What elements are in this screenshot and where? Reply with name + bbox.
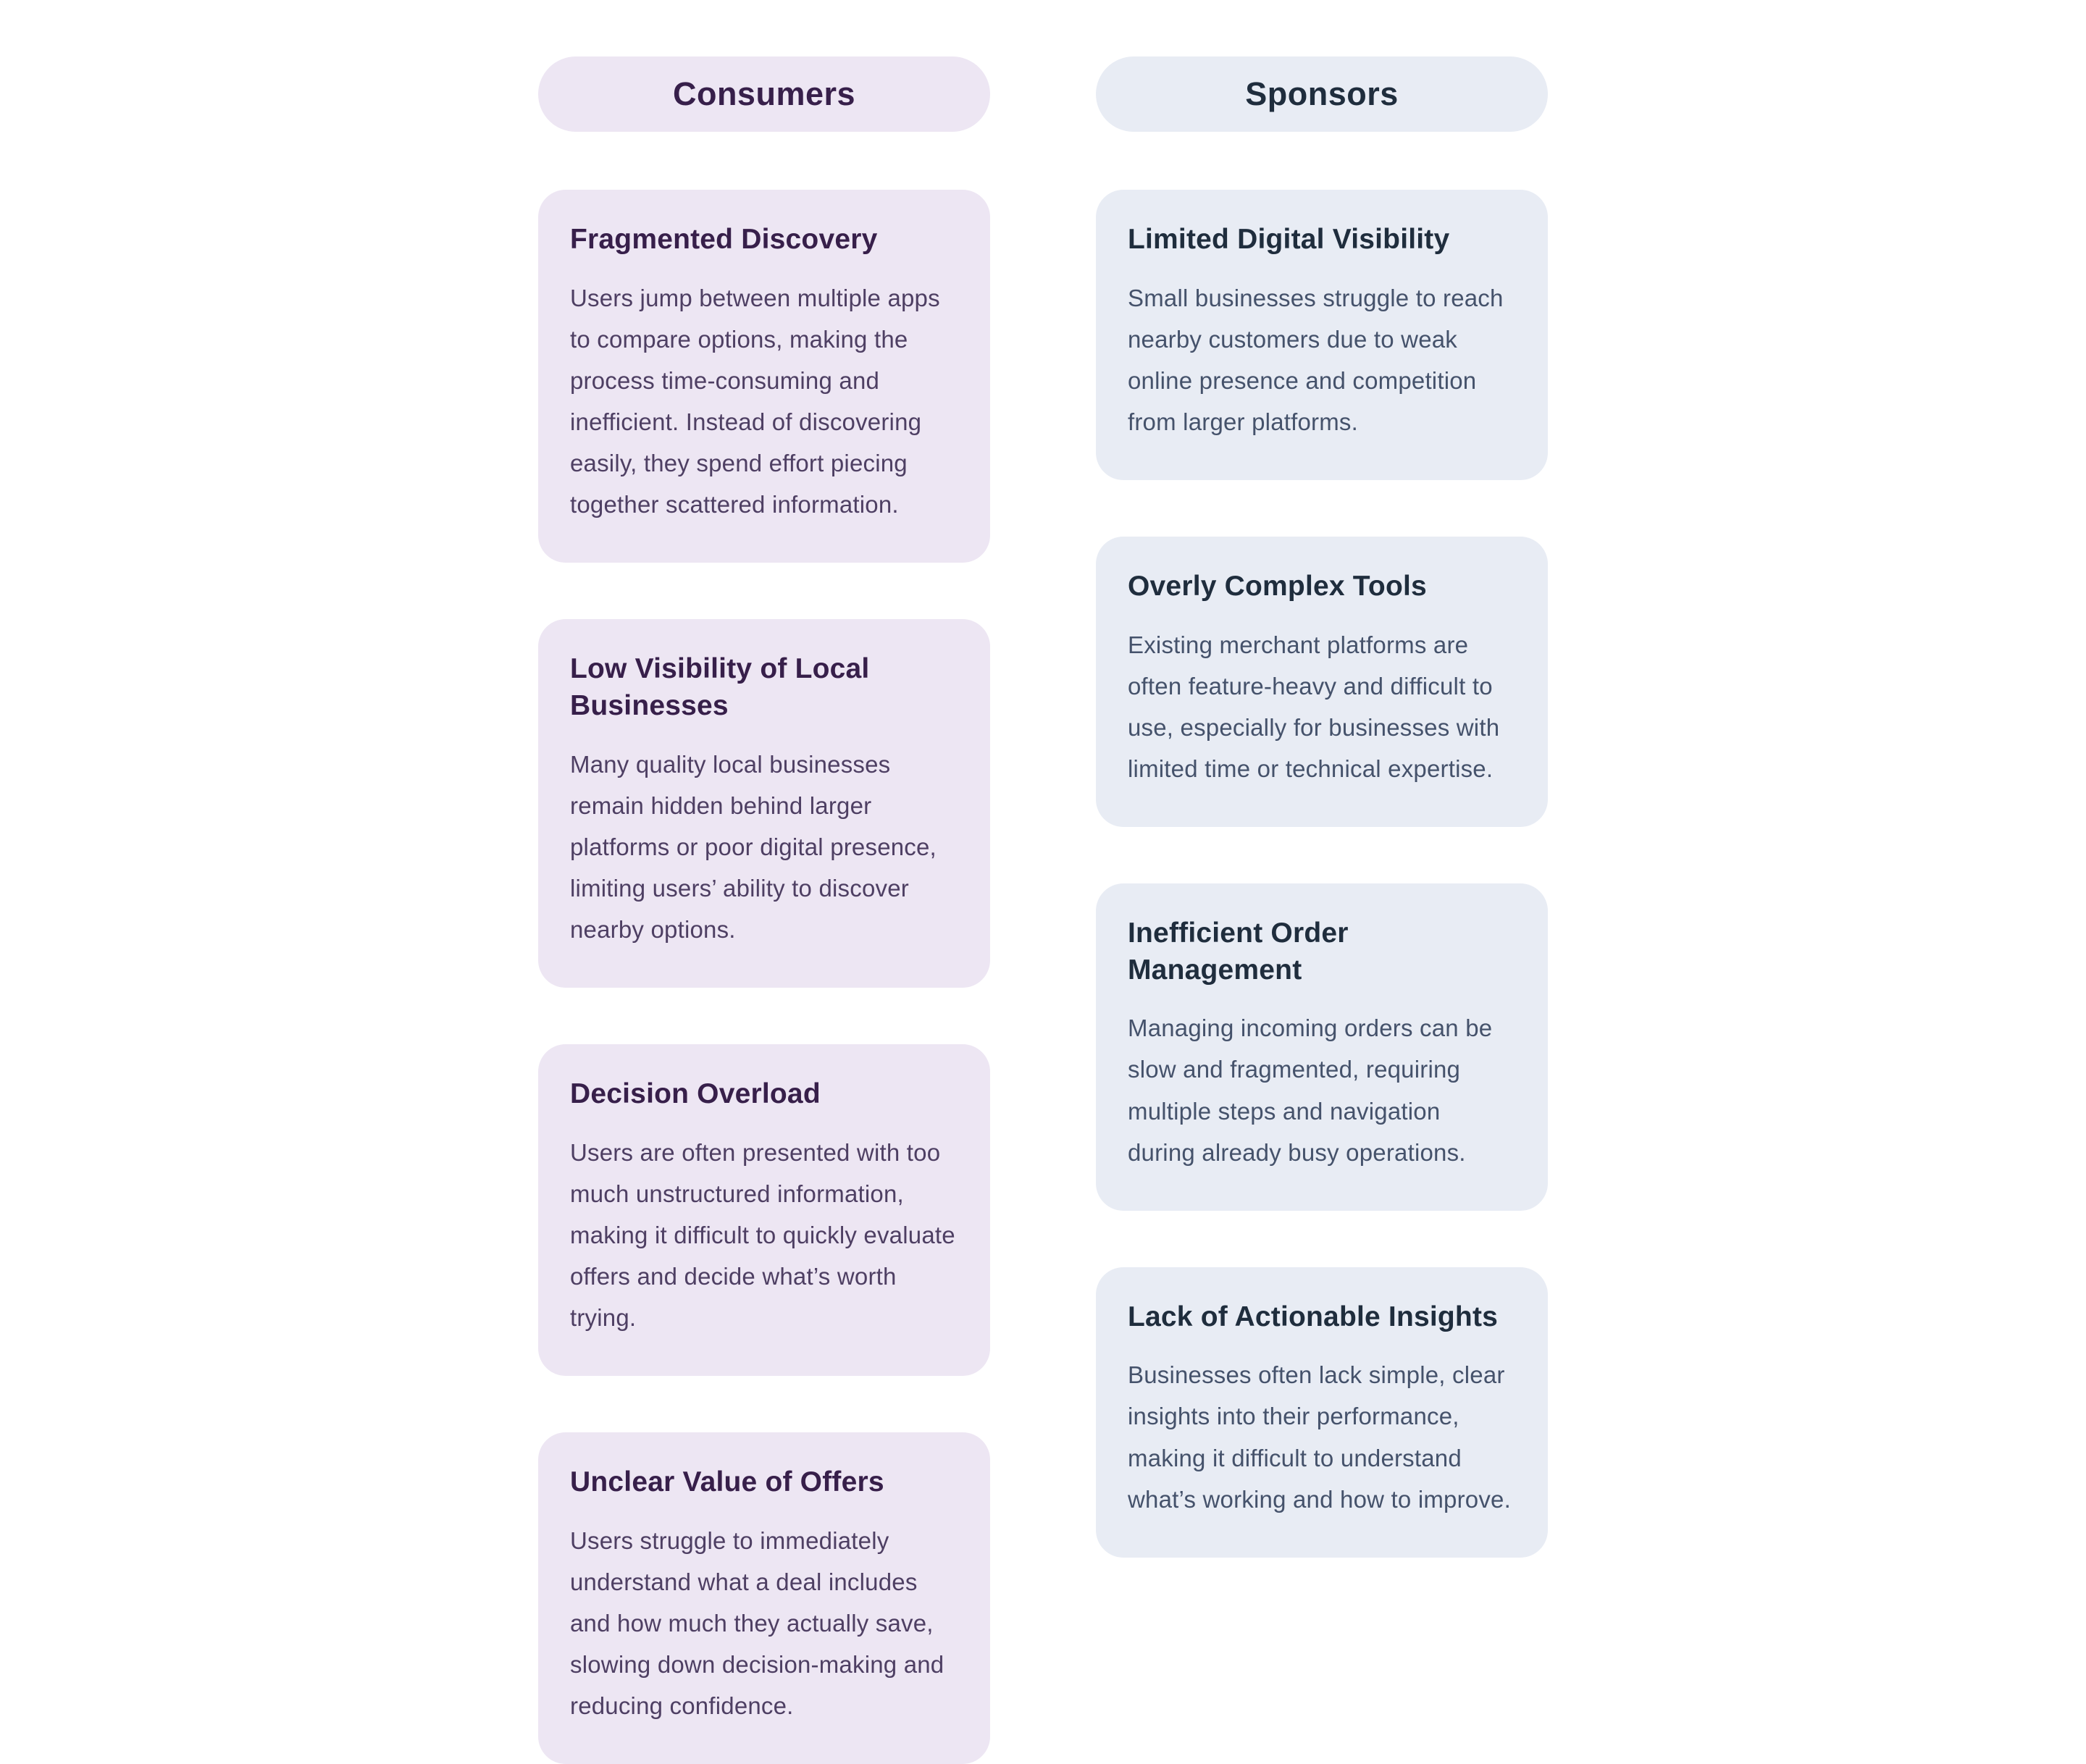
card-body: Users are often presented with too much … xyxy=(570,1138,955,1331)
pain-point-card: Fragmented Discovery Users jump between … xyxy=(538,190,990,563)
card-title: Low Visibility of Local Businesses xyxy=(570,653,870,721)
card-body: Managing incoming orders can be slow and… xyxy=(1128,1015,1493,1166)
card-body: Users jump between multiple apps to comp… xyxy=(570,284,940,518)
card-title: Limited Digital Visibility xyxy=(1128,224,1450,255)
card-body: Existing merchant platforms are often fe… xyxy=(1128,631,1500,782)
column-header-consumers: Consumers xyxy=(538,56,990,132)
pain-point-card: Unclear Value of Offers Users struggle t… xyxy=(538,1432,990,1764)
pain-point-card: Overly Complex Tools Existing merchant p… xyxy=(1096,537,1548,827)
card-body: Users struggle to immediately understand… xyxy=(570,1526,944,1719)
card-title: Fragmented Discovery xyxy=(570,224,878,255)
pain-point-card: Lack of Actionable Insights Businesses o… xyxy=(1096,1267,1548,1558)
card-body: Businesses often lack simple, clear insi… xyxy=(1128,1361,1511,1513)
card-title: Unclear Value of Offers xyxy=(570,1466,884,1498)
pain-point-card: Decision Overload Users are often presen… xyxy=(538,1043,990,1376)
column-consumers: Consumers Fragmented Discovery Users jum… xyxy=(538,56,990,1764)
card-body: Many quality local businesses remain hid… xyxy=(570,750,937,943)
pain-point-card: Low Visibility of Local Businesses Many … xyxy=(538,619,990,988)
card-title: Decision Overload xyxy=(570,1078,821,1109)
consumers-card-list: Fragmented Discovery Users jump between … xyxy=(538,190,990,1764)
card-title: Overly Complex Tools xyxy=(1128,571,1427,602)
card-title: Inefficient Order Management xyxy=(1128,917,1349,986)
card-title: Lack of Actionable Insights xyxy=(1128,1301,1499,1332)
sponsors-card-list: Limited Digital Visibility Small busines… xyxy=(1096,190,1548,1558)
pain-point-card: Inefficient Order Management Managing in… xyxy=(1096,883,1548,1211)
card-body: Small businesses struggle to reach nearb… xyxy=(1128,284,1504,435)
column-header-sponsors: Sponsors xyxy=(1096,56,1548,132)
pain-point-card: Limited Digital Visibility Small busines… xyxy=(1096,190,1548,480)
column-sponsors: Sponsors Limited Digital Visibility Smal… xyxy=(1096,56,1548,1764)
